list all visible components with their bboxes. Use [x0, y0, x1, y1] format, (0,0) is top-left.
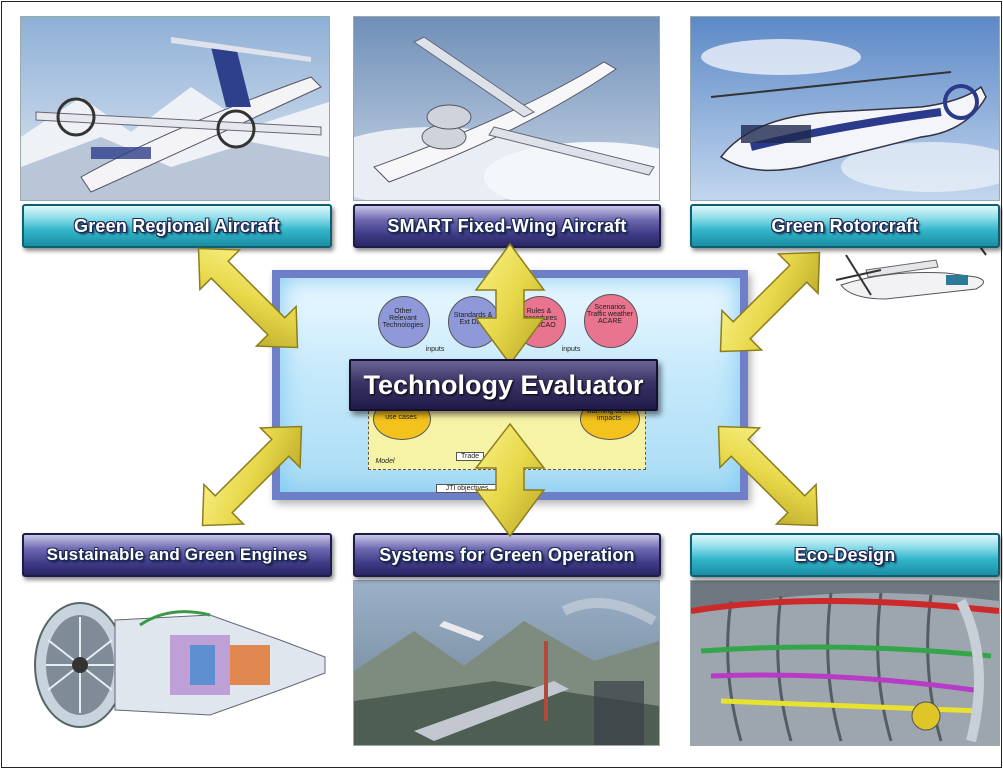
systems-green-operation-label: Systems for Green Operation — [353, 533, 661, 577]
warming-impacts-text: warming other impacts — [586, 408, 632, 422]
sustainable-green-engines-label: Sustainable and Green Engines — [22, 533, 332, 577]
input-bubble-3-text: Rules & Procedures ATM/ICAO — [521, 308, 557, 329]
green-regional-aircraft-label: Green Regional Aircraft — [22, 204, 332, 248]
input-bubble-4-text: Scenarios Traffic weather ACARE — [587, 304, 633, 325]
inputs-label-right: inputs — [561, 346, 581, 353]
input-bubble-2-text: Standards & Ext Data — [453, 312, 493, 326]
model-label: Model — [375, 458, 395, 465]
engine-image — [20, 595, 332, 735]
smart-fixed-wing-aircraft-label: SMART Fixed-Wing Aircraft — [353, 204, 661, 248]
green-rotorcraft-label: Green Rotorcraft — [690, 204, 1000, 248]
use-cases-text: use cases — [385, 414, 417, 421]
inputs-label-left: inputs — [425, 346, 445, 353]
eco-design-photo — [690, 580, 1000, 746]
jti-objectives-label: JTI objectives — [436, 484, 498, 493]
input-bubble-4 — [584, 294, 638, 348]
technology-evaluator-title: Technology Evaluator — [349, 359, 658, 411]
regional-aircraft-photo — [20, 16, 330, 201]
green-operations-photo — [353, 580, 660, 746]
fixed-wing-aircraft-photo — [353, 16, 660, 201]
trade-label: Trade — [456, 452, 484, 461]
rotorcraft-photo — [690, 16, 1000, 201]
eco-design-label: Eco-Design — [690, 533, 1000, 577]
input-bubble-1-text: Other Relevant Technologies — [382, 308, 424, 329]
input-bubble-1 — [378, 296, 430, 348]
